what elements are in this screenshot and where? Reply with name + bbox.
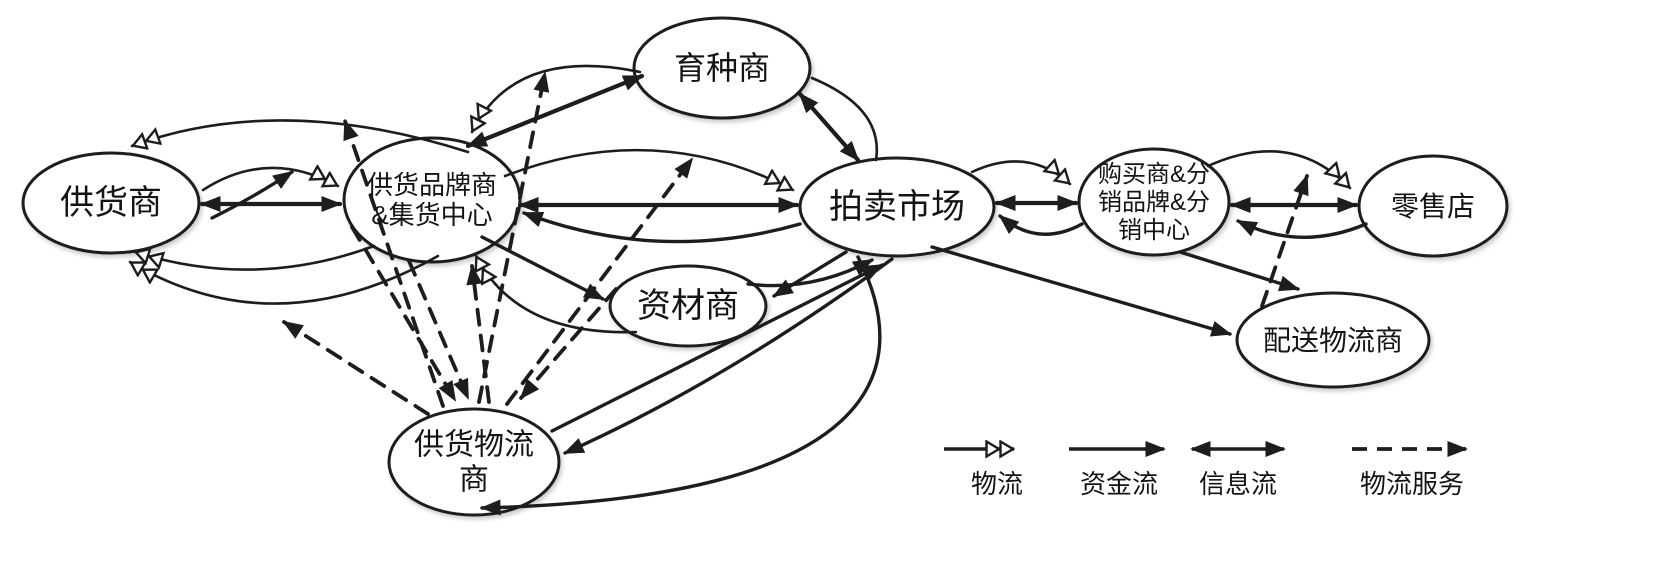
edge-fu-supply-logistics--flow-arc-1 [343,119,445,408]
node-auction-market [798,156,996,258]
node-supplier [21,151,201,255]
edge-wu-supply-brand-center--supplier [130,119,470,154]
nodes-layer [21,16,1509,517]
edge-fu-supply-brand-center--supply-logistics [350,225,457,402]
node-buyer-distribution-label: 购买商&分销品牌&分销中心 [1098,161,1210,244]
edge-zi-auction-market--supply-logistics [563,257,894,455]
edge-fu-supply-brand-center--supply-logistics [407,259,470,400]
edge-plain-breeder--auction-market [810,76,879,162]
edge-fu-supply-logistics--flow-arc-2 [477,71,550,404]
edge-wu-auction-market--buyer-distribution [970,161,1072,186]
node-materials-supplier-label: 资材商 [637,287,739,325]
edge-wu-supplier--supply-brand-center [201,168,340,192]
edge-zi-supplier--flow-arc-junction [210,170,294,220]
edges-layer [128,64,1368,516]
edge-zi-auction-market--materials-supplier [772,250,848,298]
node-retail-store [1357,154,1509,258]
node-breeder [632,16,812,120]
edge-zi-supply-logistics--auction-market [550,263,884,433]
edge-zi-buyer-distribution--delivery-logistics [1178,250,1300,292]
edge-zi-buyer-distribution--auction-market [998,214,1084,236]
edge-fu-materials-supplier--supply-logistics [519,287,618,400]
edge-fu-supply-logistics--flow-arc-3 [505,157,694,406]
edge-fu-delivery-logistics--retail-flow-arc [1260,174,1309,308]
edge-zi-supply-brand-center--materials-supplier [480,235,605,301]
node-auction-market-label: 拍卖市场 [829,188,965,226]
edge-fu-supply-logistics--supply-brand-center [466,264,491,404]
edge-xin-supply-brand-center--breeder [465,73,645,149]
edge-wu-supply-brand-center--auction-market [503,148,795,190]
node-supply-brand-center-label: 供货品牌商&集货中心 [367,170,497,230]
edge-fu-supply-logistics--supplier-flow-arc [282,320,430,416]
edge-zi-auction-market--supply-logistics [480,255,882,516]
node-delivery-logistics-label: 配送物流商 [1263,325,1403,356]
node-buyer-distribution [1077,147,1231,257]
node-delivery-logistics [1235,291,1431,389]
edge-wu-supply-brand-center--supplier [128,254,440,305]
edge-zi-retail-store--buyer-distribution [1236,219,1368,239]
node-materials-supplier [608,264,768,348]
edge-zi-auction-market--delivery-logistics [930,245,1232,337]
edge-wu-materials-supplier--supply-brand-center [476,254,638,334]
edge-wu-supply-brand-center--supplier [133,244,376,271]
edge-zi-auction-market--supply-brand-center [522,211,802,244]
edge-wu-buyer-distribution--retail-store [1206,149,1352,190]
edge-zi-materials-supplier--auction-market [746,258,874,288]
node-breeder-label: 育种商 [674,50,770,86]
edge-wu-breeder--supply-brand-center [472,64,642,134]
node-supply-logistics-label: 供货物流商 [414,428,534,496]
node-retail-store-label: 零售店 [1391,191,1475,222]
edge-xin-breeder--auction-market [797,91,861,163]
node-supplier-label: 供货商 [60,184,162,222]
node-supply-logistics [387,407,561,517]
